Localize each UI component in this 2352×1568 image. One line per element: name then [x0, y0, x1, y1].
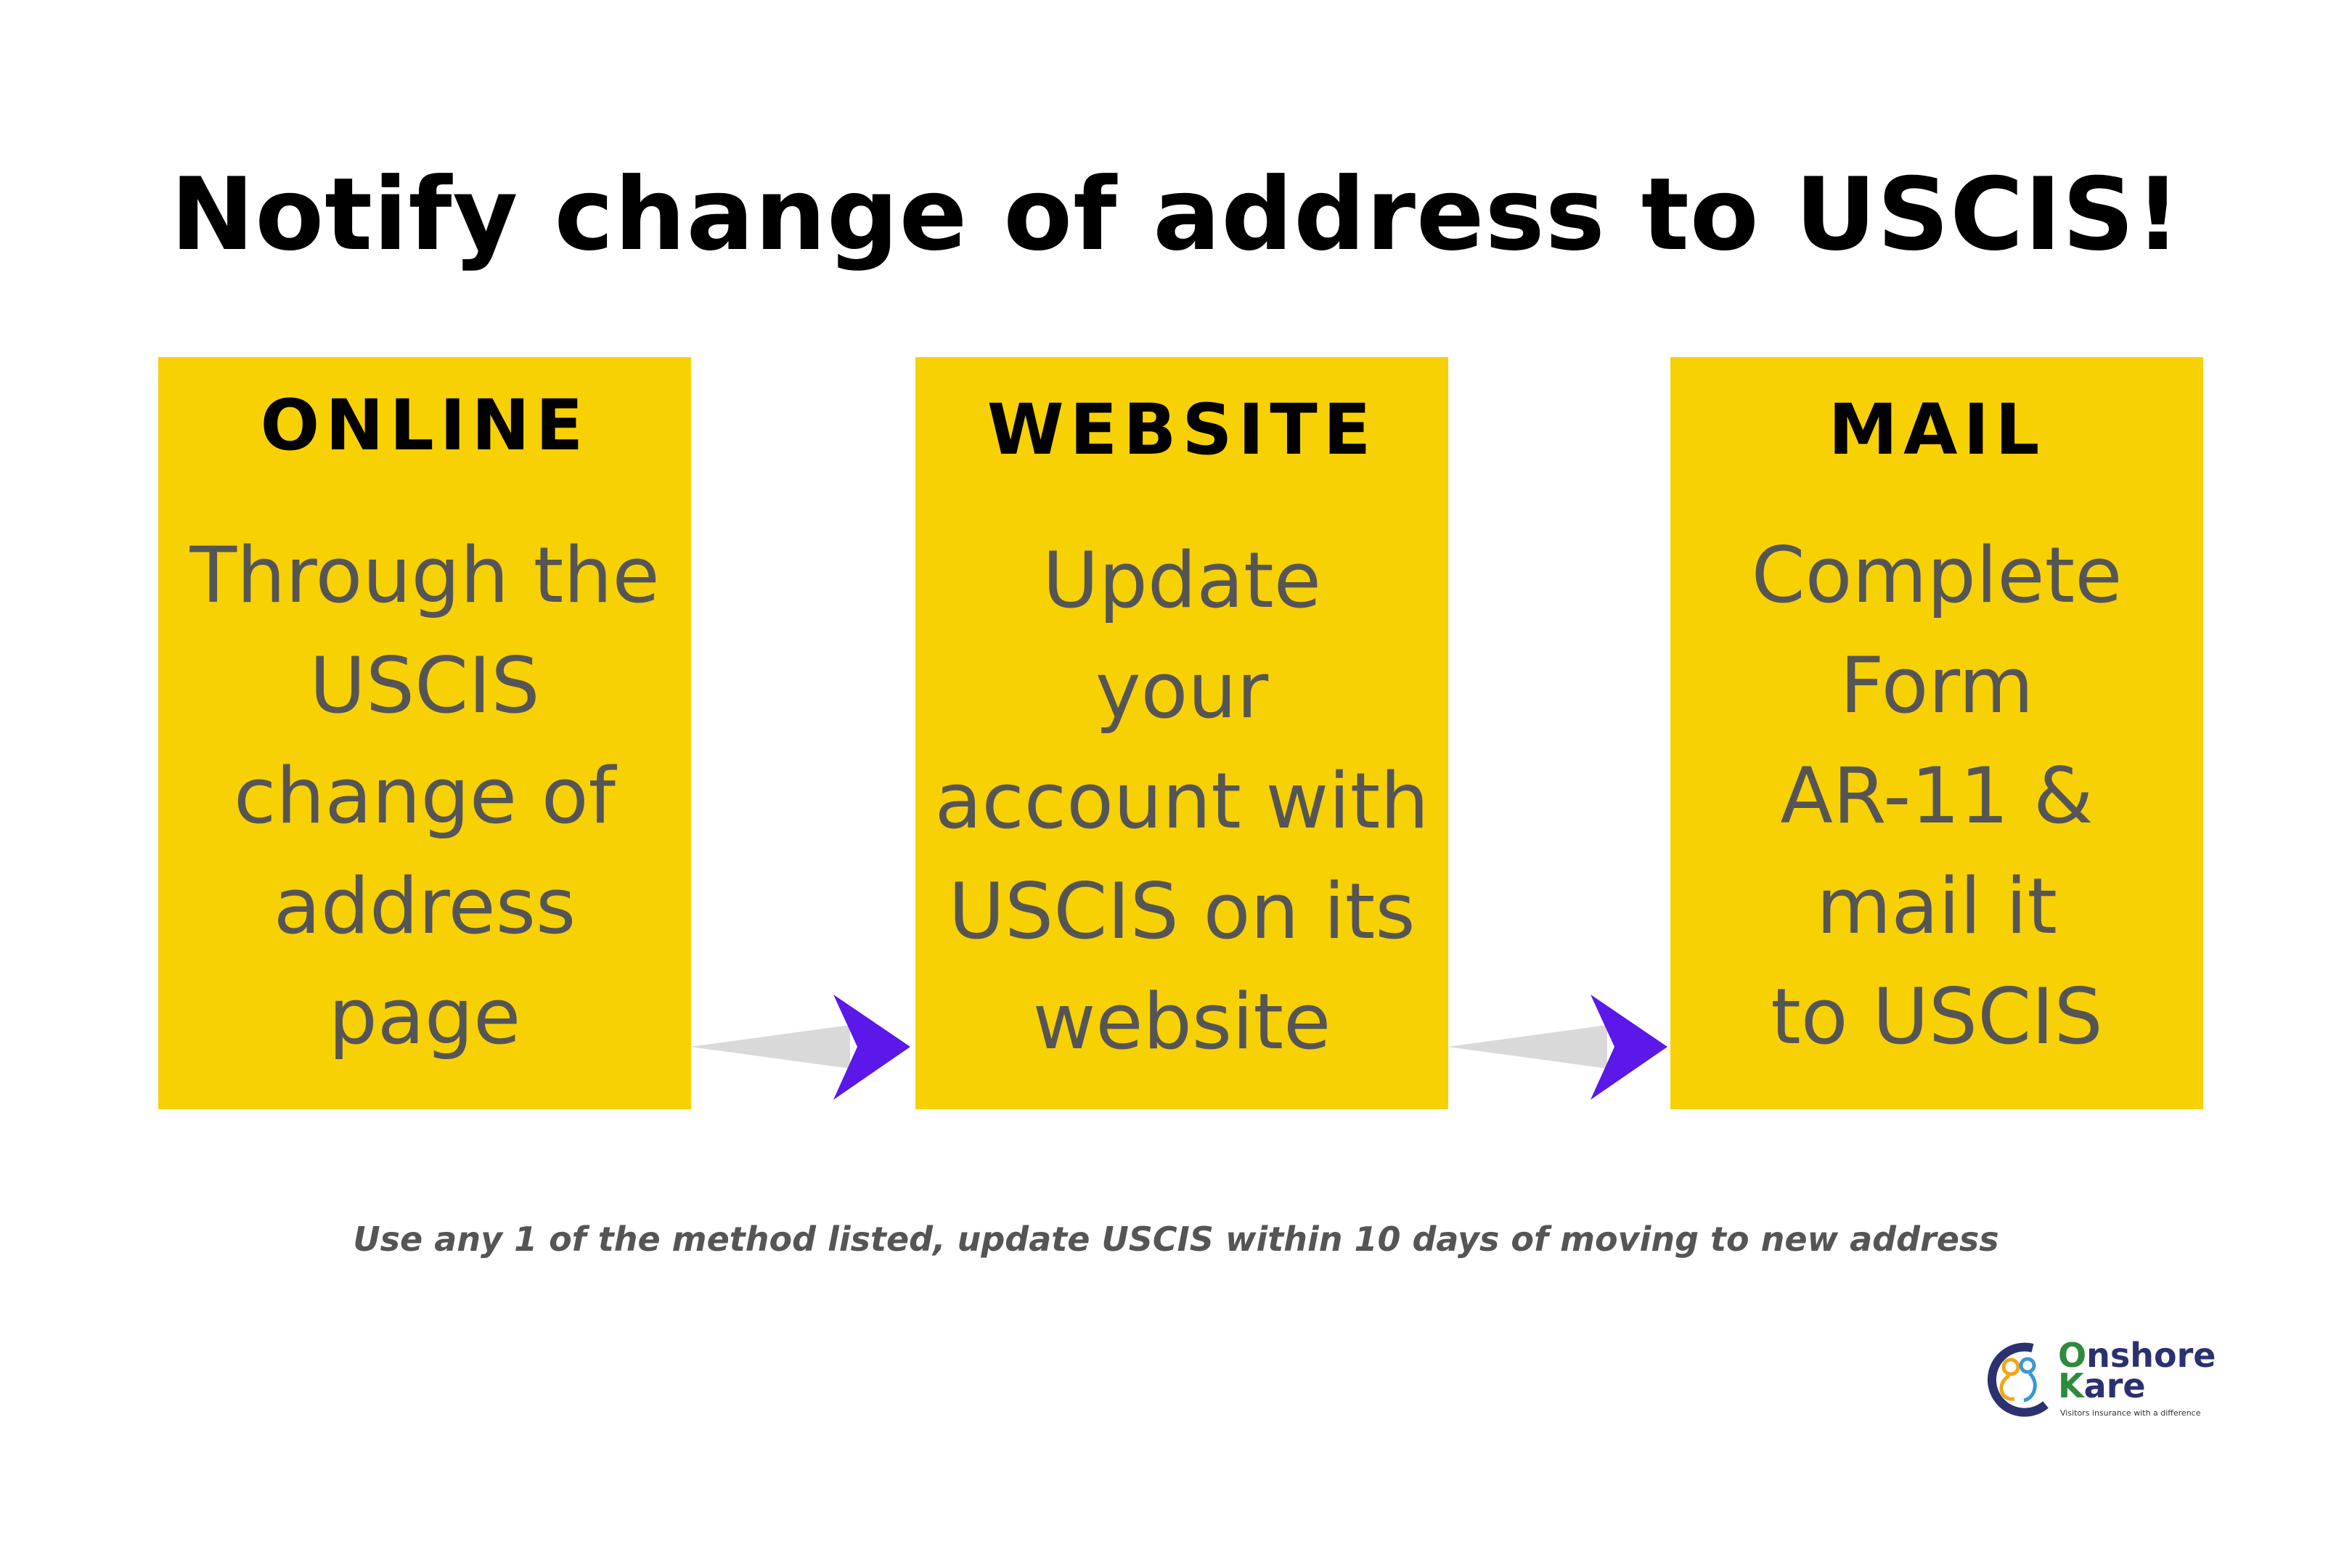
step-heading: WEBSITE	[987, 389, 1377, 470]
step-text: Update your account with USCIS on its we…	[934, 536, 1429, 1066]
logo-word-onshore: Onshore	[2058, 1336, 2216, 1375]
step-online: ONLINE Through the USCIS change of addre…	[158, 357, 691, 1109]
step-heading: ONLINE	[260, 385, 589, 466]
onshore-kare-logo: Onshore Kare Visitors insurance with a d…	[1982, 1336, 2216, 1423]
logo-word-kare: Kare	[2058, 1366, 2146, 1405]
page-title: Notify change of address to USCIS!	[170, 156, 2182, 273]
arrow-right-icon	[690, 995, 910, 1100]
step-text: Complete Form AR-11 & mail it to USCIS	[1751, 531, 2123, 1061]
step-website: WEBSITE Update your account with USCIS o…	[915, 357, 1448, 1109]
logo-tagline: Visitors insurance with a difference	[2060, 1408, 2201, 1418]
step-heading: MAIL	[1828, 389, 2046, 470]
step-mail: MAIL Complete Form AR-11 & mail it to US…	[1670, 357, 2203, 1109]
arrow-right-icon	[1447, 995, 1667, 1100]
logo-icon	[1987, 1342, 2049, 1417]
step-text: Through the USCIS change of address page	[189, 531, 660, 1061]
footer-note: Use any 1 of the method listed, update U…	[353, 1220, 1999, 1259]
